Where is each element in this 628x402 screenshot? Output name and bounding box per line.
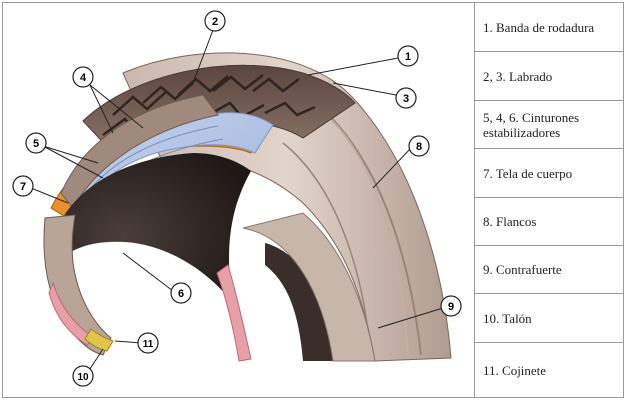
legend-row-bead: 10. Talón [474,294,623,343]
legend-table: 1. Banda de rodadura 2, 3. Labrado 5, 4,… [474,3,623,397]
svg-text:5: 5 [33,138,39,150]
svg-text:6: 6 [178,288,184,300]
callout-6: 6 [171,283,191,303]
callout-8: 8 [409,136,429,156]
svg-text:11: 11 [143,339,154,350]
callout-11: 11 [138,333,158,353]
callout-5: 5 [26,133,46,153]
callout-10: 10 [73,366,93,386]
legend-row-tread: 1. Banda de rodadura [474,3,623,52]
callout-2: 2 [205,11,225,31]
svg-text:2: 2 [212,16,218,28]
legend-row-belts: 5, 4, 6. Cinturones estabilizadores [474,101,623,149]
figure-frame: 2 1 3 4 5 7 6 [2,2,624,398]
legend-row-cushion: 11. Cojinete [474,343,623,397]
callout-1: 1 [398,46,418,66]
inner-right-bead [217,265,251,361]
callout-9: 9 [441,296,461,316]
svg-text:10: 10 [77,372,89,383]
callout-3: 3 [396,88,416,108]
callout-4: 4 [73,67,93,87]
svg-text:7: 7 [20,181,26,193]
svg-text:8: 8 [416,141,422,153]
tire-cutaway-figure: 2 1 3 4 5 7 6 [3,3,475,397]
callout-7: 7 [13,176,33,196]
legend-row-sidewalls: 8. Flancos [474,198,623,246]
svg-text:9: 9 [448,301,454,313]
svg-text:3: 3 [403,93,409,105]
tire-cutaway-illustration: 2 1 3 4 5 7 6 [3,3,474,397]
legend-row-buttress: 9. Contrafuerte [474,246,623,294]
svg-text:1: 1 [405,51,411,63]
legend-row-body-ply: 7. Tela de cuerpo [474,149,623,198]
svg-text:4: 4 [80,72,87,84]
legend-row-pattern: 2, 3. Labrado [474,52,623,101]
